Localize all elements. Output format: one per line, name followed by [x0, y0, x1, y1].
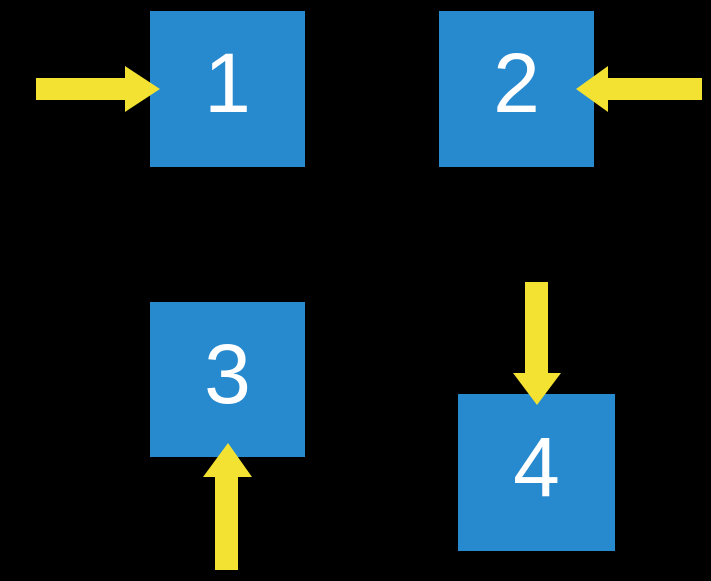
box-3: 3 [150, 302, 305, 457]
arrow-down-shape [513, 282, 561, 405]
arrow-up-shape [203, 443, 252, 570]
arrow-left-icon [576, 66, 702, 112]
box-2: 2 [439, 11, 594, 167]
box-2-number: 2 [493, 36, 540, 130]
box-1-number: 1 [204, 36, 251, 130]
arrow-right-shape [36, 66, 160, 112]
arrow-right-icon [36, 66, 160, 112]
box-4: 4 [458, 394, 615, 551]
box-1: 1 [150, 11, 305, 167]
arrow-left-shape [576, 66, 702, 112]
arrow-up-icon [203, 443, 252, 570]
arrow-down-icon [513, 282, 561, 405]
box-3-number: 3 [204, 326, 251, 421]
box-4-number: 4 [513, 419, 560, 514]
